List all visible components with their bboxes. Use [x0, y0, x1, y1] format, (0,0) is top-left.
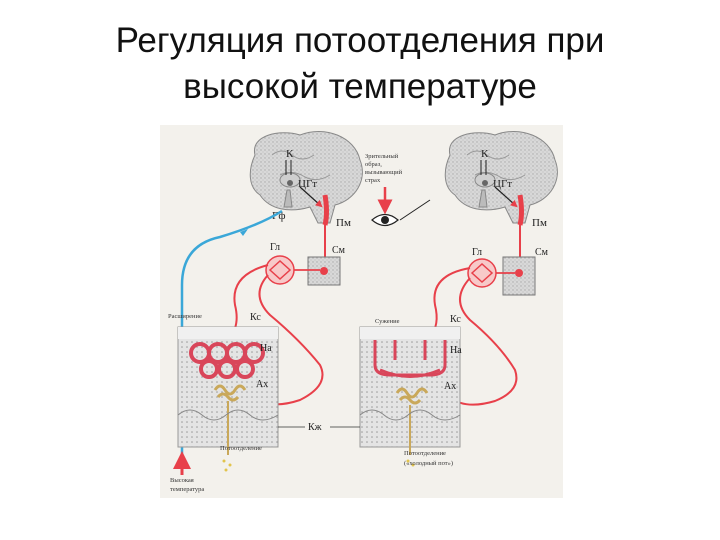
- caption-visual-1: Зрительный: [365, 153, 399, 160]
- caption-sweat-left: Потоотделение: [220, 445, 262, 452]
- spinal-cord-left: [308, 257, 340, 285]
- spinal-cord-right: [503, 257, 535, 295]
- label-ks-left: Кс: [250, 312, 261, 323]
- sweat-regulation-diagram: К ЦГт Гф Пм Гл См Расширение Кс: [160, 125, 563, 498]
- label-pm-right: Пм: [532, 217, 547, 229]
- label-kzh: Кж: [308, 422, 322, 433]
- caption-visual-2: образ,: [365, 161, 382, 168]
- label-na-left: На: [260, 343, 272, 354]
- caption-high-temp-2: температура: [170, 486, 204, 493]
- caption-constriction: Сужение: [375, 318, 400, 325]
- slide-title: Регуляция потоотделения при высокой темп…: [0, 18, 720, 110]
- label-gl-right: Гл: [472, 247, 482, 258]
- label-ax-right: Ах: [444, 381, 456, 392]
- label-sm-left: См: [332, 245, 346, 256]
- label-ks-right: Кс: [450, 314, 461, 325]
- label-na-right: На: [450, 345, 462, 356]
- label-ax-left: Ах: [256, 379, 268, 390]
- caption-visual-3: вызывающий: [365, 169, 403, 176]
- caption-sweat-right-2: («холодный пот»): [404, 460, 453, 467]
- caption-high-temp-1: Высокая: [170, 477, 194, 484]
- ganglion-left: [266, 256, 294, 284]
- caption-sweat-right-1: Потоотделение: [404, 450, 446, 457]
- label-cgt-right: ЦГт: [493, 178, 512, 190]
- label-cgt-left: ЦГт: [298, 178, 317, 190]
- caption-dilation: Расширение: [168, 313, 202, 320]
- label-gl-left: Гл: [270, 242, 280, 253]
- caption-visual-4: страх: [365, 177, 381, 184]
- ganglion-right: [468, 259, 496, 287]
- label-k-left: К: [286, 148, 294, 160]
- label-pm-left: Пм: [336, 217, 351, 229]
- label-k-right: К: [481, 148, 489, 160]
- title-line-1: Регуляция потоотделения при: [0, 18, 720, 64]
- title-line-2: высокой температуре: [0, 64, 720, 110]
- label-sm-right: См: [535, 247, 549, 258]
